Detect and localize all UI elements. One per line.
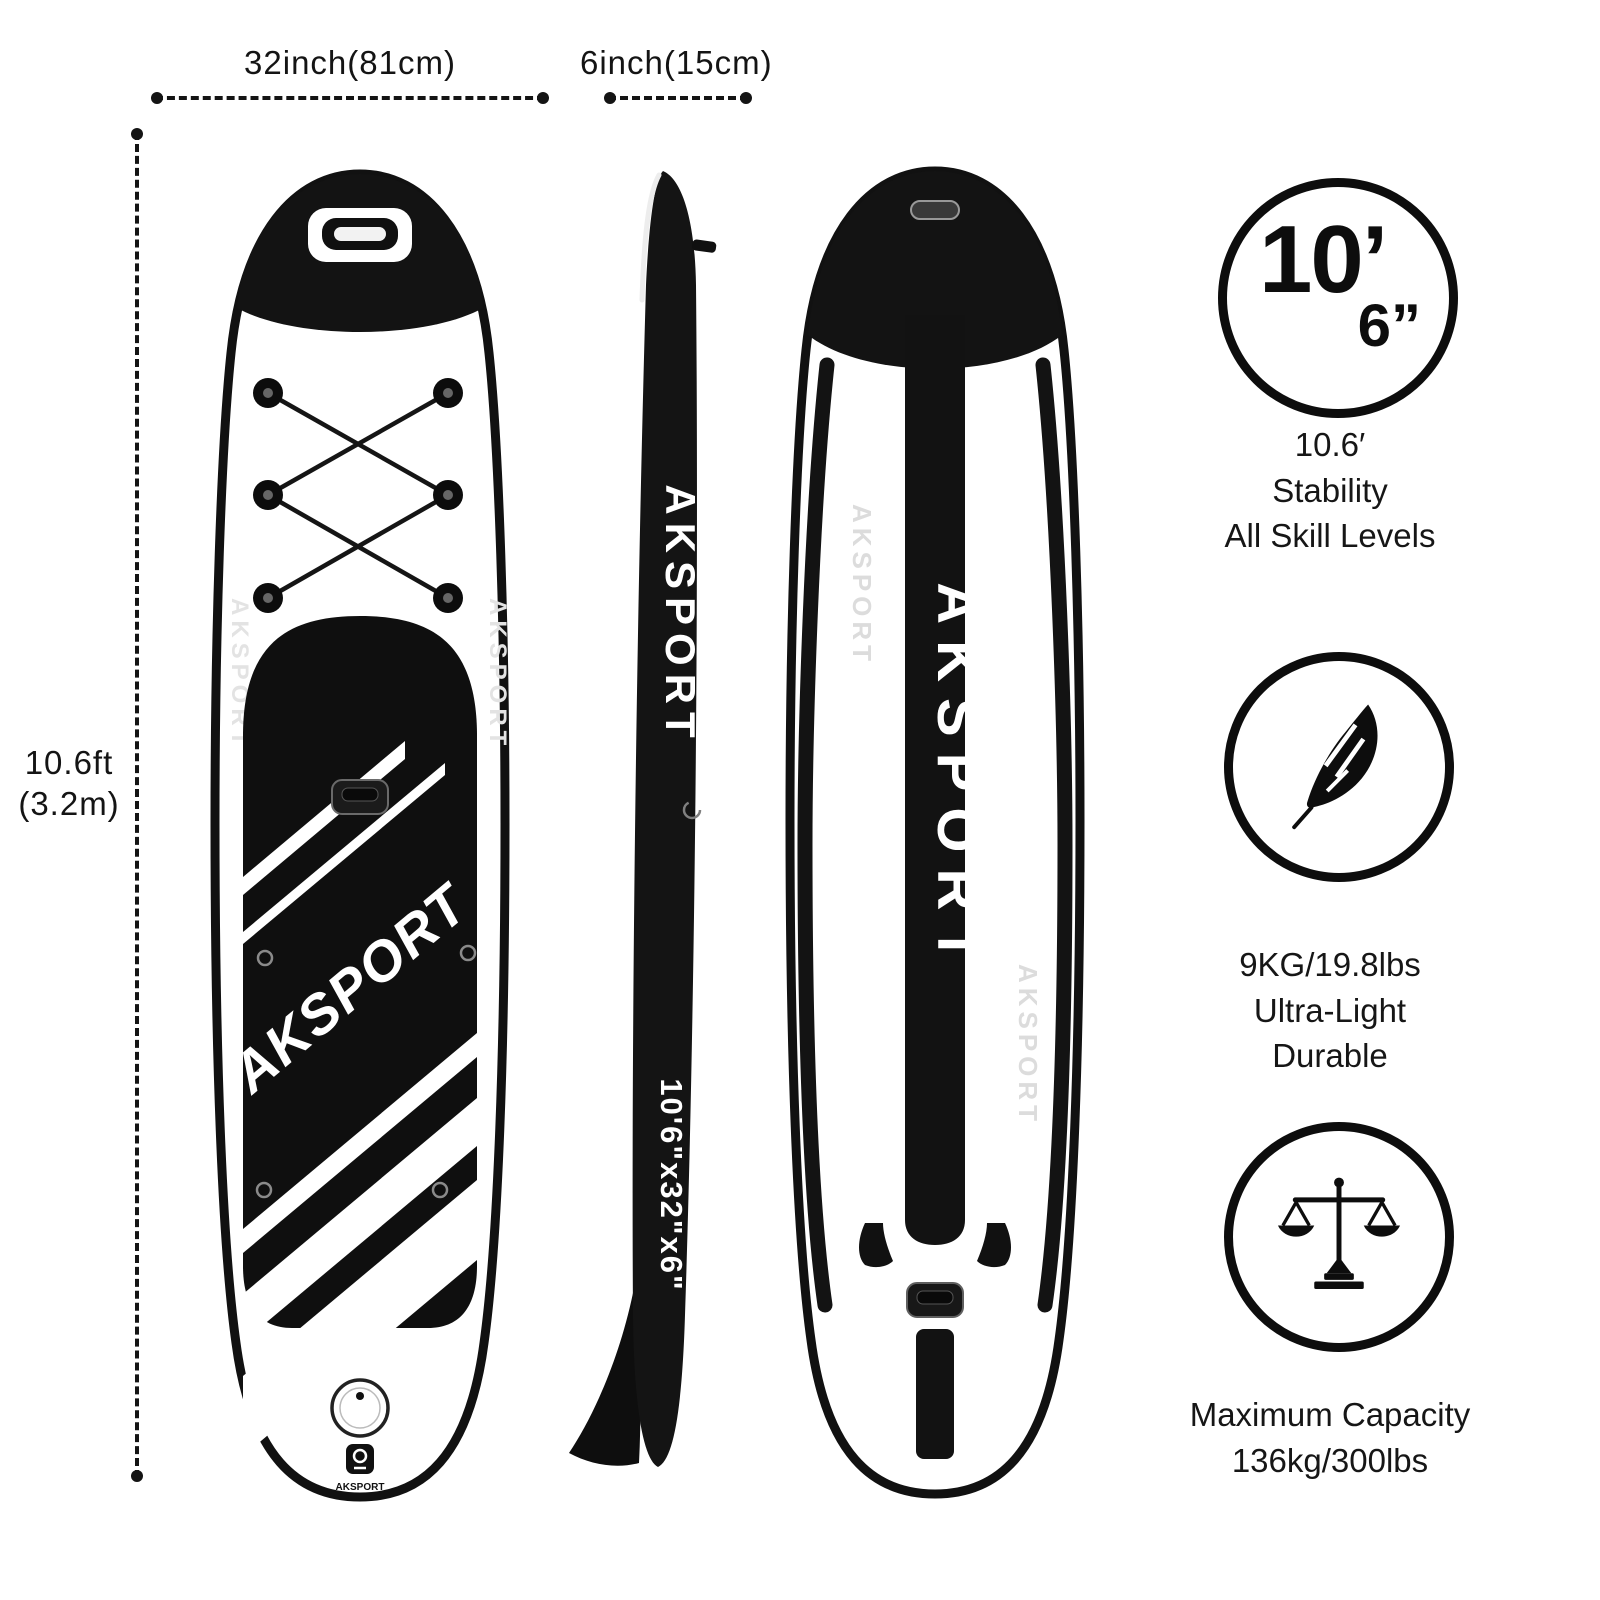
- thickness-dimension-label: 6inch(15cm): [580, 44, 773, 81]
- feather-icon: [1292, 704, 1378, 830]
- width-dimension-line: [151, 92, 549, 104]
- side-gray-ring: [682, 800, 702, 820]
- capacity-badge: [1224, 1122, 1454, 1352]
- capacity-feature-text: Maximum Capacity 136kg/300lbs: [1130, 1392, 1530, 1483]
- board-back-view-graphic: AKSPORT AKSPORT AKSPORT: [785, 166, 1085, 1499]
- bungee-cords: [266, 391, 450, 600]
- weight-line-1: 9KG/19.8lbs: [1239, 946, 1421, 983]
- board-front-view: AKSPORT AKSPORT AKSPORT: [190, 168, 530, 1503]
- d-rings: [253, 378, 463, 613]
- center-stripe: [905, 315, 965, 1245]
- rail-stripe-right: [1035, 357, 1073, 1313]
- capacity-line-1: Maximum Capacity: [1189, 1396, 1471, 1433]
- width-dimension-label: 32inch(81cm): [244, 44, 456, 81]
- nose-carry-handle: [308, 208, 412, 262]
- thickness-dimension-line: [604, 92, 752, 104]
- side-top-dring: [691, 239, 717, 253]
- board-back-view: AKSPORT AKSPORT AKSPORT: [765, 165, 1105, 1505]
- size-line-2: Stability: [1272, 471, 1388, 509]
- size-feet-value: 10’: [1259, 206, 1388, 313]
- size-inch-value: 6”: [1357, 292, 1421, 359]
- tail-brand-text: AKSPORT: [336, 1482, 385, 1493]
- attachment-rings: [255, 944, 477, 1199]
- length-metric-value: (3.2m): [18, 785, 120, 823]
- tail-stripe: [916, 1329, 954, 1459]
- length-value: 10.6ft: [24, 744, 114, 781]
- side-fin: [569, 1293, 641, 1466]
- side-dimensions-text: 10'6"x32"x6": [654, 1078, 689, 1291]
- back-brand-text: AKSPORT: [925, 582, 990, 978]
- weight-badge: [1224, 652, 1454, 882]
- board-front-view-graphic: AKSPORT AKSPORT AKSPORT: [210, 169, 511, 1502]
- rail-stripe-left: [797, 357, 835, 1313]
- back-faint-text-right: AKSPORT: [1013, 964, 1043, 1126]
- left-fin: [859, 1223, 893, 1268]
- capacity-line-2: 136kg/300lbs: [1231, 1441, 1429, 1479]
- size-badge: 10’ 6”: [1218, 178, 1458, 418]
- back-faint-text-left: AKSPORT: [847, 504, 877, 666]
- size-line-3: All Skill Levels: [1224, 517, 1436, 555]
- weight-feature-text: 9KG/19.8lbs Ultra-Light Durable: [1150, 942, 1510, 1079]
- side-profile: [632, 171, 697, 1467]
- board-side-view: AKSPORT 10'6"x32"x6": [545, 165, 735, 1485]
- length-dimension-line: [131, 128, 143, 1482]
- tail-logo: AKSPORT: [330, 1378, 390, 1493]
- size-line-1: 10.6′: [1294, 426, 1366, 463]
- rail-faint-text-right: AKSPORT: [484, 598, 511, 750]
- weight-line-3: Durable: [1272, 1037, 1388, 1075]
- weight-line-2: Ultra-Light: [1253, 991, 1407, 1029]
- tail-handle: [906, 1282, 964, 1318]
- deck-pad-stripes: [243, 741, 477, 1456]
- scale-icon: [1277, 1177, 1401, 1289]
- right-fin: [977, 1223, 1011, 1268]
- size-feature-text: 10.6′ Stability All Skill Levels: [1150, 422, 1510, 559]
- board-side-view-graphic: AKSPORT 10'6"x32"x6": [569, 171, 717, 1467]
- nose-handle: [910, 200, 960, 220]
- center-carry-handle: [331, 779, 389, 815]
- side-underside-highlight: [639, 172, 662, 303]
- side-brand-text: AKSPORT: [657, 484, 704, 745]
- nose-cap: [808, 171, 1062, 369]
- length-dimension-label: 10.6ft (3.2m): [6, 742, 132, 825]
